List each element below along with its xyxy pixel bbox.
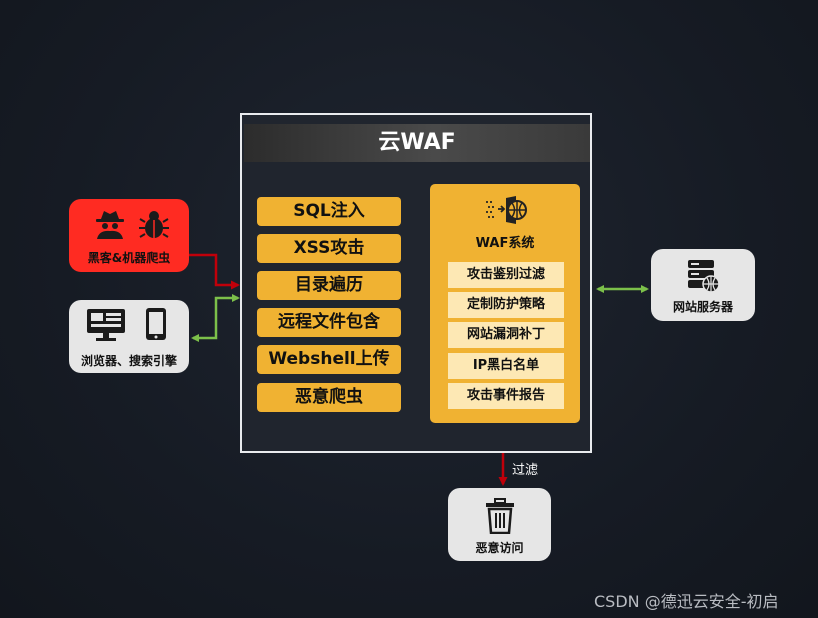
function-custom-policy: 定制防护策略 (448, 292, 564, 318)
function-vulnerability-patch: 网站漏洞补丁 (448, 322, 564, 348)
bug-icon (139, 211, 169, 238)
function-ip-blacklist: IP黑白名单 (448, 353, 564, 379)
threat-directory-traversal: 目录遍历 (257, 271, 401, 300)
browser-search-engine-card: 浏览器、搜索引擎 (69, 300, 189, 373)
function-attack-report: 攻击事件报告 (448, 383, 564, 409)
hacker-crawler-card: 黑客&机器爬虫 (69, 199, 189, 272)
filter-label: 过滤 (512, 463, 539, 478)
threat-malicious-crawler: 恶意爬虫 (257, 383, 401, 412)
browser-search-engine-label: 浏览器、搜索引擎 (80, 354, 177, 368)
malicious-access-label: 恶意访问 (475, 541, 524, 555)
waf-shield-icon (486, 196, 527, 224)
server-icon (688, 260, 720, 293)
malicious-access-card: 恶意访问 (448, 488, 551, 561)
web-server-label: 网站服务器 (672, 300, 733, 314)
function-attack-filtering: 攻击鉴别过滤 (448, 262, 564, 288)
desktop-monitor-icon (87, 309, 125, 341)
trash-icon (486, 498, 514, 534)
threat-xss: XSS攻击 (257, 234, 401, 263)
hacker-to-waf-arrow (189, 253, 240, 290)
browser-to-waf-arrow (191, 294, 240, 342)
hacker-icon (96, 211, 124, 239)
threat-webshell-upload: Webshell上传 (257, 345, 401, 374)
watermark: CSDN @德迅云安全-初启 (594, 592, 779, 611)
threat-sql-injection: SQL注入 (257, 197, 401, 226)
waf-system-label: WAF系统 (475, 236, 535, 251)
mobile-phone-icon (146, 308, 166, 340)
waf-title: 云WAF (244, 124, 590, 162)
web-server-card: 网站服务器 (651, 249, 755, 321)
threat-remote-file-inclusion: 远程文件包含 (257, 308, 401, 337)
hacker-crawler-label: 黑客&机器爬虫 (87, 251, 171, 265)
